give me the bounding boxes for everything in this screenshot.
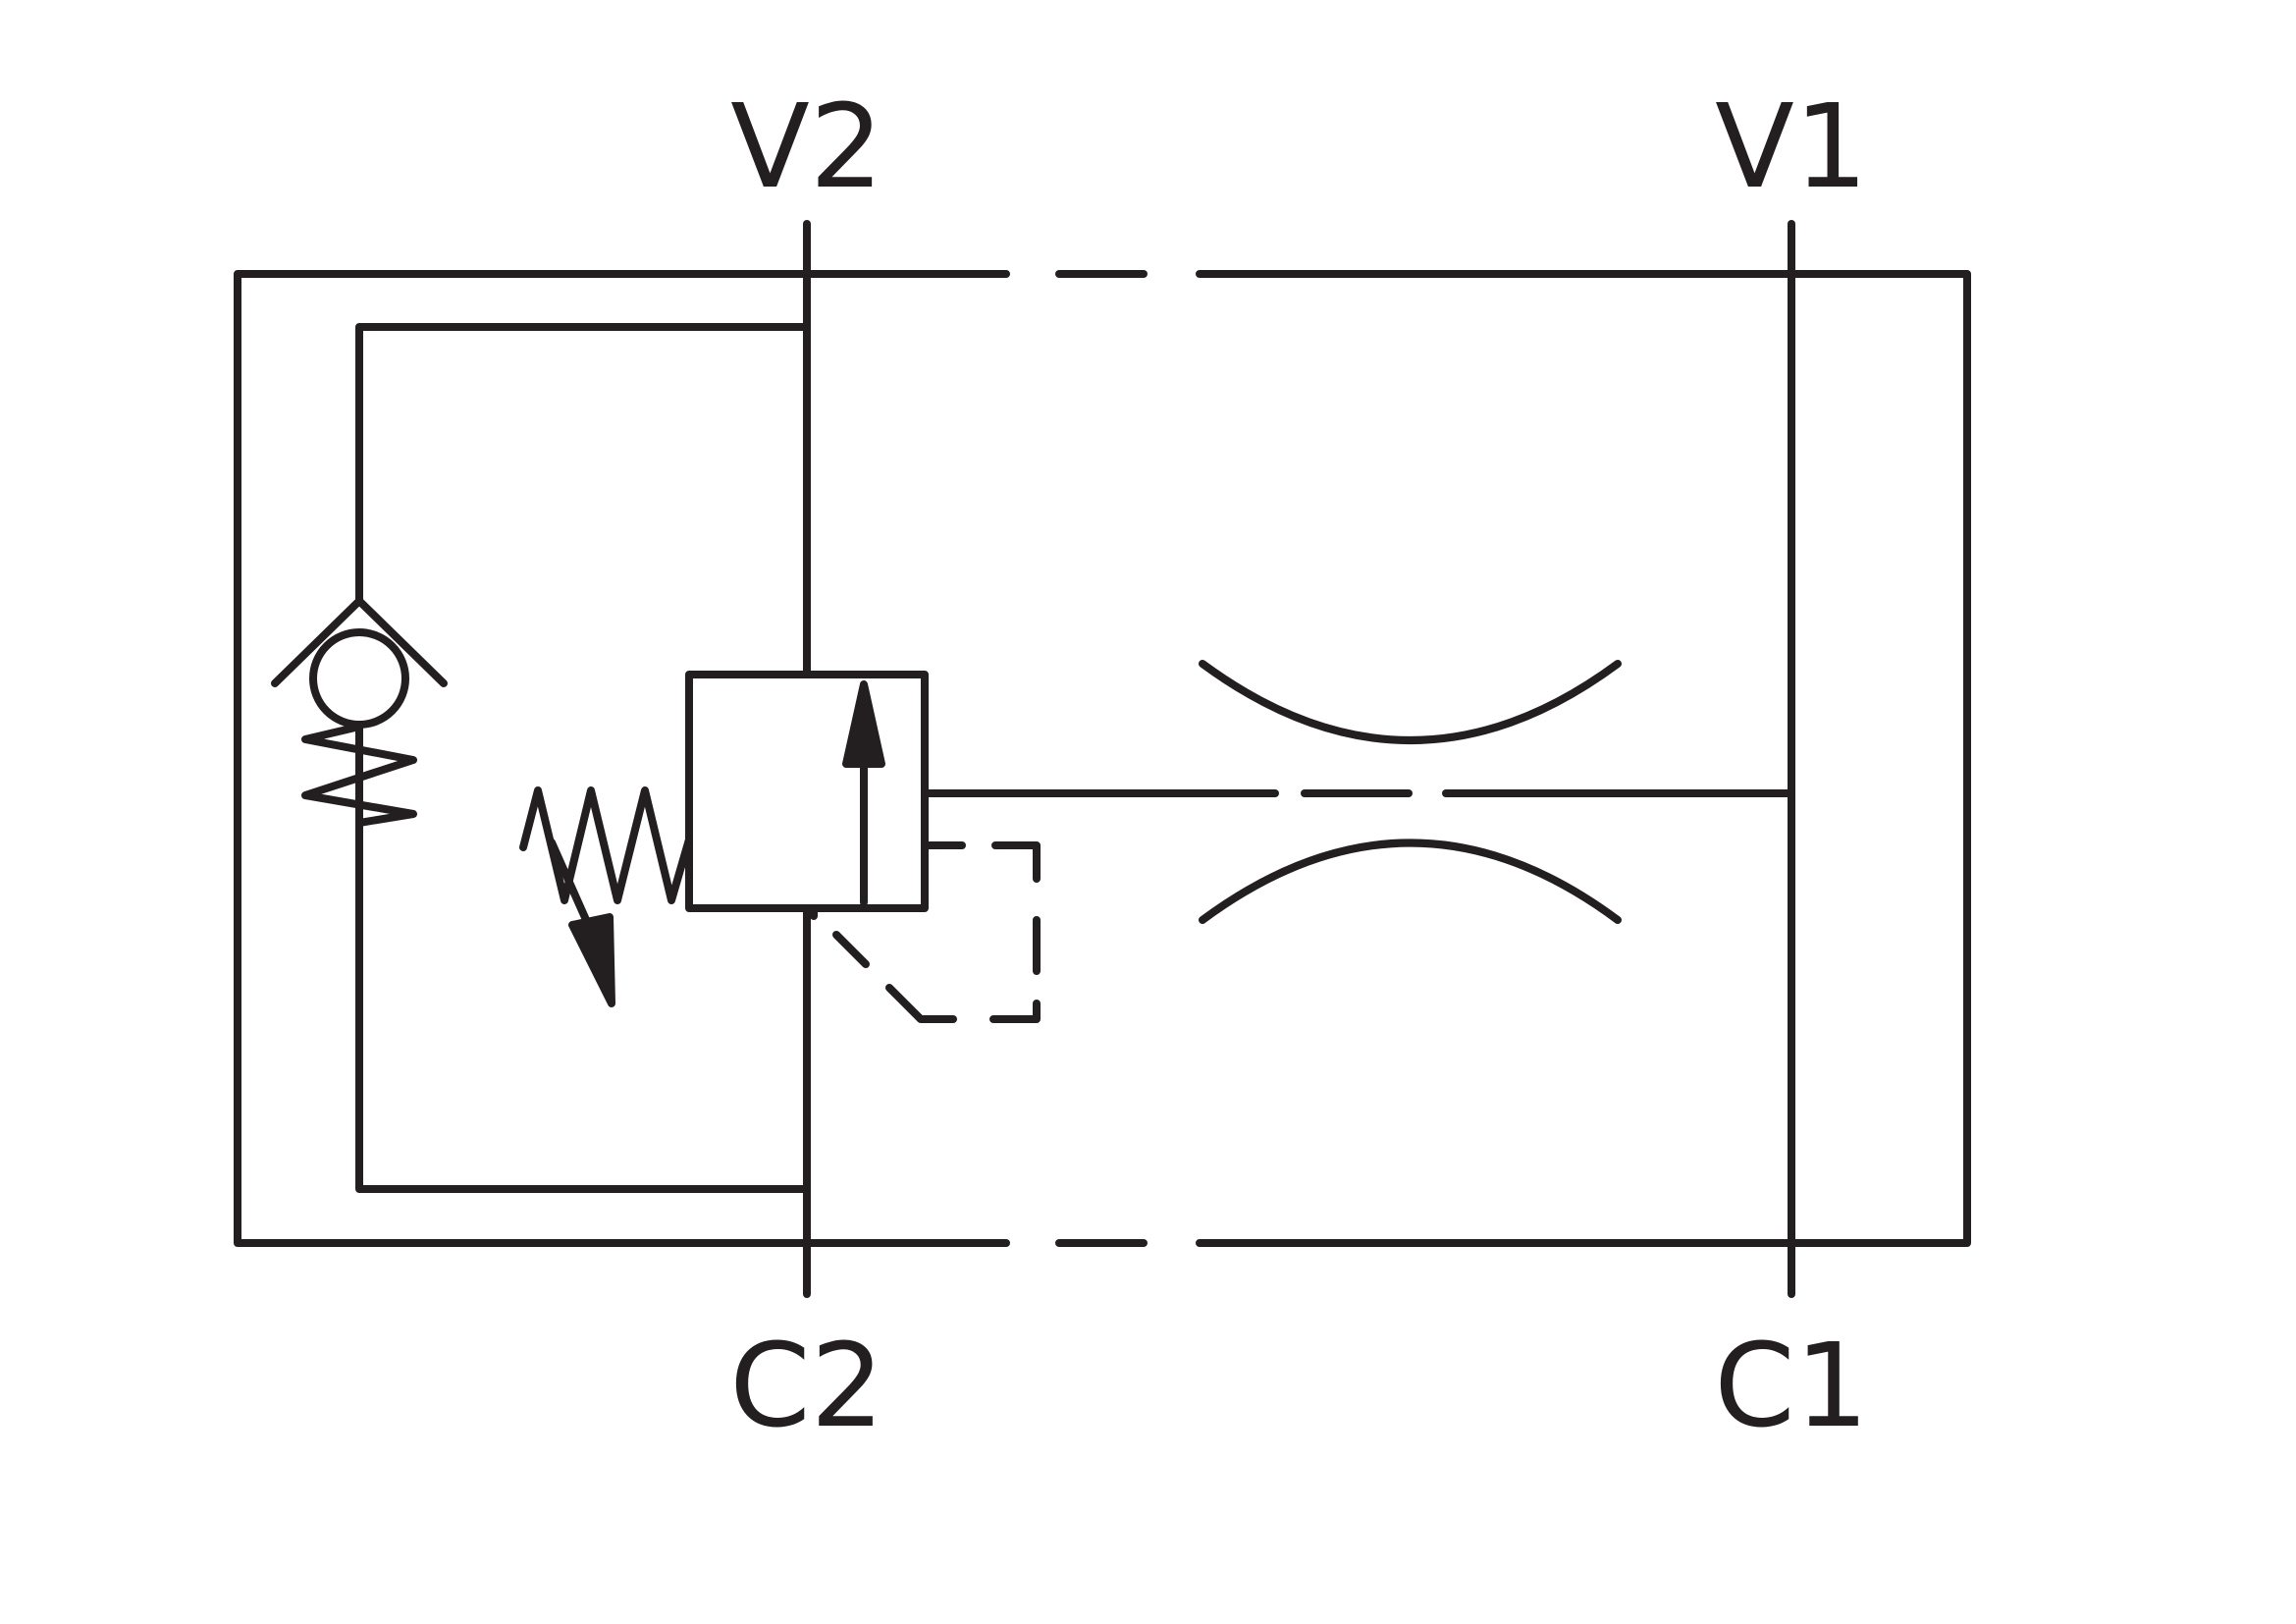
port-label-v2: V2: [730, 79, 883, 214]
flow-arrow-icon: [842, 680, 885, 768]
valve-body-outline: [234, 270, 1971, 1247]
check-valve: [271, 323, 811, 1193]
pressure-relief-valve: [685, 671, 929, 912]
port-label-v1: V1: [1715, 79, 1868, 214]
port-label-c2: C2: [729, 1318, 883, 1453]
adjustable-spring: [519, 786, 693, 1007]
double-restriction: [1199, 660, 1622, 924]
check-valve-spring-icon: [301, 723, 417, 827]
pilot-line: [810, 789, 1795, 1023]
adjustment-arrow-icon: [568, 913, 615, 1007]
port-label-c1: C1: [1714, 1318, 1868, 1453]
